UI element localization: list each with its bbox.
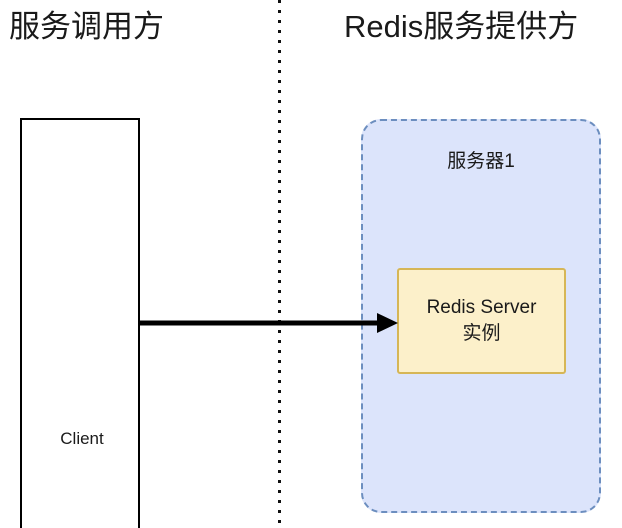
server-container-label: 服务器1	[447, 151, 515, 172]
redis-instance-node[interactable]: Redis Server 实例	[397, 268, 566, 374]
column-title-provider: Redis服务提供方	[344, 9, 579, 44]
client-node[interactable]: Client	[20, 118, 140, 528]
client-node-label: Client	[60, 429, 104, 448]
column-title-consumer: 服务调用方	[9, 9, 164, 44]
redis-instance-label-line2: 实例	[462, 323, 501, 344]
arrow-head-icon	[377, 313, 398, 333]
vertical-dotted-divider-icon	[278, 0, 281, 528]
redis-instance-label-line1: Redis Server	[426, 297, 537, 318]
client-to-redis-arrow	[139, 313, 398, 333]
